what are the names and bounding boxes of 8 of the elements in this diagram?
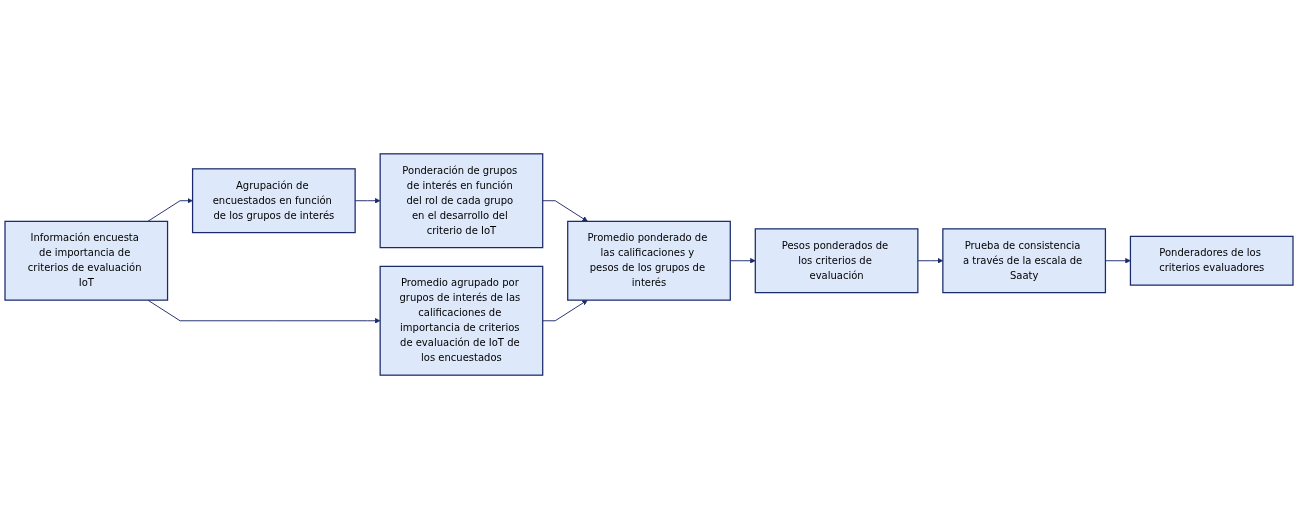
node-box: Prueba de consistencia a través de la escala de Saaty — [942, 228, 1107, 294]
node-box: Información encuesta de importancia de criterios de evaluación IoT — [4, 220, 169, 301]
node-box: Promedio agrupado por grupos de interés de las calificaciones de importancia de criterios de evaluación de IoT de los encuestados — [379, 265, 544, 376]
node-box: Promedio ponderado de las calificaciones y pesos de los grupos de interés — [567, 220, 731, 301]
node-box: Pesos ponderados de los criterios de evaluación — [754, 228, 919, 294]
node-box: Agrupación de encuestados en función de los grupos de interés — [191, 168, 356, 234]
node-box: Ponderación de grupos de interés en función del rol de cada grupo en el desarrollo del criterio de IoT — [379, 153, 544, 249]
node-box: Ponderadores de los criterios evaluadores — [1129, 235, 1294, 286]
